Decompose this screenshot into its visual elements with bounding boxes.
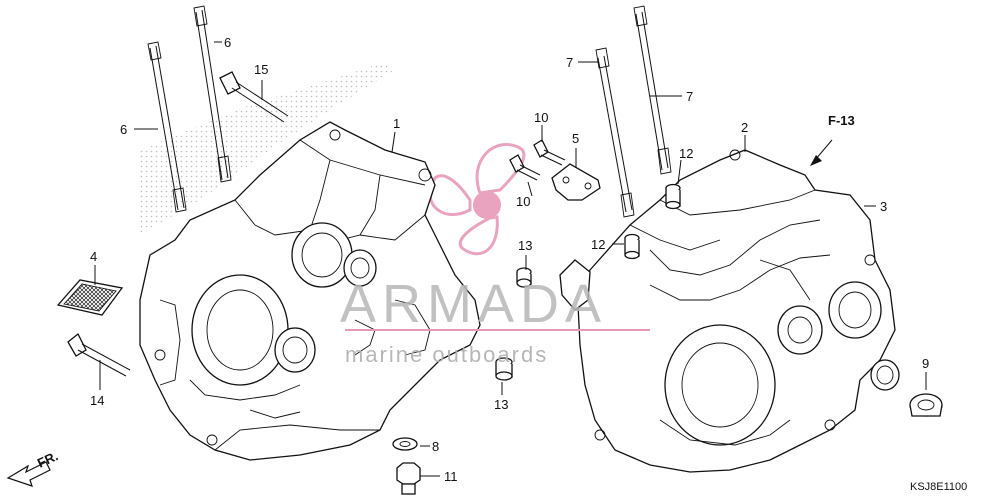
callout-7-left: 7 <box>566 55 573 70</box>
callout-12-upper: 12 <box>679 146 693 161</box>
callout-5: 5 <box>572 131 579 146</box>
bolt-10-lower <box>509 154 541 181</box>
stipple-shading <box>140 62 395 235</box>
callout-8: 8 <box>432 439 439 454</box>
dowel-pin-13-lower <box>495 357 513 381</box>
dowel-pin-13-upper <box>516 267 532 288</box>
reference-label: F-13 <box>828 113 855 128</box>
watermark-brand: ARMADA <box>340 274 607 334</box>
watermark-tagline: marine outboards <box>345 342 548 367</box>
bolt-14 <box>67 332 131 377</box>
front-direction-label: FR. <box>35 448 60 470</box>
callout-13-lower: 13 <box>494 397 508 412</box>
watermark-logo <box>428 143 526 256</box>
dowel-pin-12-upper <box>665 183 681 210</box>
reference-arrow <box>810 139 833 166</box>
bolt-10-upper <box>533 139 566 166</box>
right-crankcase <box>559 149 900 473</box>
callout-9: 9 <box>922 356 929 371</box>
filter-screen-4 <box>56 279 124 316</box>
callout-3: 3 <box>880 199 887 214</box>
callout-10-lower: 10 <box>516 194 530 209</box>
callout-1: 1 <box>393 116 400 131</box>
stud-bolt-7-right <box>633 5 672 175</box>
washer-8 <box>392 437 418 451</box>
callout-12-lower: 12 <box>591 237 605 252</box>
callout-2: 2 <box>741 120 748 135</box>
stud-bolt-7-left <box>595 47 635 218</box>
callout-14: 14 <box>90 393 104 408</box>
left-crankcase <box>139 121 481 461</box>
callout-15: 15 <box>254 62 268 77</box>
callout-13-upper: 13 <box>518 238 532 253</box>
leader-lines <box>94 41 927 477</box>
callout-10-upper: 10 <box>534 110 548 125</box>
callout-11: 11 <box>444 469 458 484</box>
front-direction-arrow <box>6 461 51 487</box>
diagram-code: KSJ8E1100 <box>910 481 967 493</box>
oil-seal-9 <box>909 393 943 417</box>
stud-bolt-6-right <box>193 5 232 183</box>
drain-plug-11 <box>396 462 421 495</box>
callout-4: 4 <box>90 249 97 264</box>
callout-6-upper: 6 <box>224 35 231 50</box>
callout-6-lower: 6 <box>120 122 127 137</box>
dowel-pin-12-lower <box>624 233 640 260</box>
plate-5 <box>551 163 601 201</box>
stud-bolt-6-left <box>147 41 187 213</box>
callout-7-right: 7 <box>686 89 693 104</box>
